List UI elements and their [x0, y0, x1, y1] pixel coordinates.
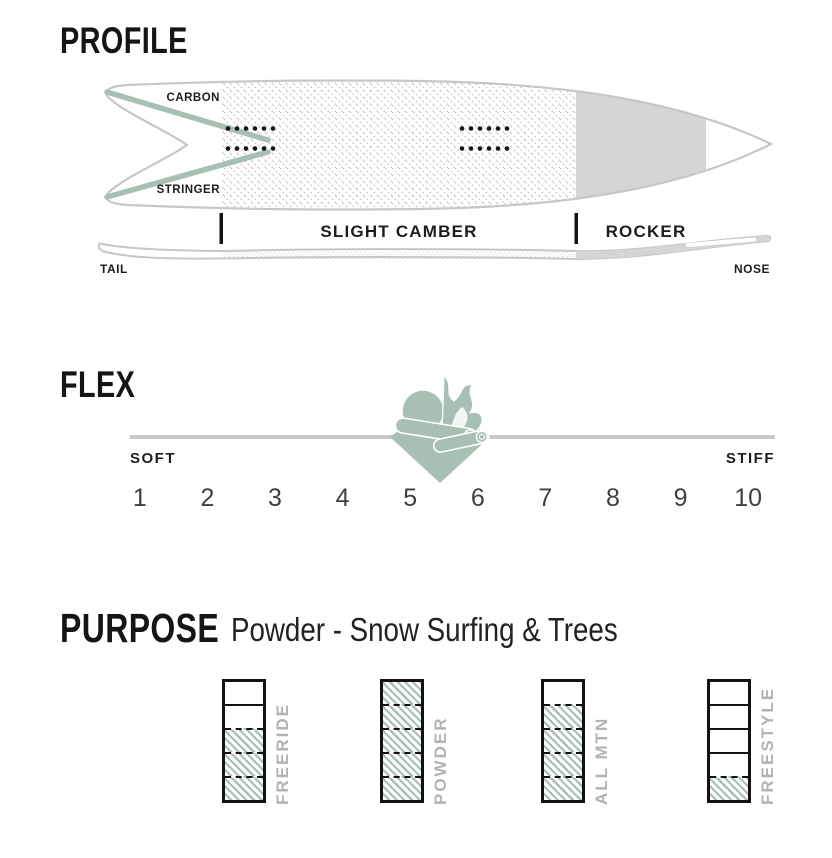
flex-marker: [390, 374, 490, 483]
rating-segment: [544, 682, 582, 704]
camber-zone-hatch: [222, 80, 576, 210]
rating-segment: [383, 776, 421, 800]
rating-bar: [222, 679, 266, 803]
rating-bar: [707, 679, 751, 803]
rating-segment: [225, 776, 263, 800]
rating-bar: [380, 679, 424, 803]
purpose-subtitle: Powder - Snow Surfing & Trees: [231, 611, 618, 648]
flex-scale-10: 10: [734, 484, 763, 512]
flex-scale-4: 4: [335, 484, 350, 512]
rating-segment: [710, 728, 748, 752]
rating-segment: [710, 776, 748, 800]
purpose-category-label: ALL MTN: [592, 716, 611, 805]
carbon-stringer-bottom: [104, 149, 271, 200]
rating-segment: [544, 752, 582, 776]
purpose-category-label: POWDER: [431, 716, 450, 806]
rocker-label: ROCKER: [606, 222, 687, 241]
purpose-category-freeride: FREERIDE: [222, 679, 292, 805]
rating-segment: [383, 752, 421, 776]
insert-pack-front: [459, 126, 510, 151]
flex-slider-graphic: [130, 374, 775, 483]
profile-section-title: PROFILE: [60, 20, 188, 61]
rating-segment: [544, 728, 582, 752]
board-side-profile: [97, 235, 772, 261]
purpose-category-powder: POWDER: [380, 679, 450, 805]
flex-scale-8: 8: [606, 484, 620, 512]
rating-segment: [710, 752, 748, 776]
slight-camber-label: SLIGHT CAMBER: [320, 222, 477, 241]
campfire-icon: [394, 374, 490, 453]
purpose-category-freestyle: FREESTYLE: [707, 679, 777, 805]
purpose-category-label: FREESTYLE: [758, 686, 777, 805]
flex-soft-label: SOFT: [130, 450, 176, 467]
carbon-stringer-top: [104, 89, 271, 143]
purpose-category-label: FREERIDE: [273, 703, 292, 805]
rating-segment: [225, 752, 263, 776]
camber-end-tick: [574, 213, 578, 244]
flex-scale-5: 5: [403, 484, 418, 512]
rating-segment: [710, 682, 748, 704]
flex-scale-9: 9: [673, 484, 688, 512]
flex-scale-7: 7: [538, 484, 553, 512]
flex-stiff-label: STIFF: [725, 450, 775, 467]
rocker-zone: [576, 80, 706, 210]
rating-segment: [544, 704, 582, 728]
flex-scale-3: 3: [268, 484, 282, 512]
side-profile-camber-strip: [222, 252, 577, 259]
rating-segment: [710, 704, 748, 728]
flex-scale-2: 2: [200, 484, 215, 512]
rating-segment: [225, 682, 263, 704]
flex-scale-6: 6: [470, 484, 485, 512]
flex-scale-1: 1: [132, 484, 147, 512]
tail-label: TAIL: [100, 262, 128, 276]
stringer-label: STRINGER: [157, 184, 221, 196]
carbon-label: CARBON: [167, 92, 220, 104]
rating-segment: [383, 704, 421, 728]
nose-label: NOSE: [734, 262, 770, 276]
purpose-category-all-mtn: ALL MTN: [541, 679, 611, 805]
rating-segment: [383, 682, 421, 704]
flex-scale: 1 2 3 4 5 6 7 8 9 10: [106, 484, 782, 513]
rating-segment: [225, 704, 263, 728]
rating-segment: [383, 728, 421, 752]
camber-start-tick: [219, 213, 223, 244]
board-top-view: CARBON STRINGER: [104, 79, 774, 211]
rating-segment: [225, 728, 263, 752]
purpose-bars: FREERIDE POWDER ALL MTN FREESTYLE: [0, 679, 832, 809]
board-outline: [105, 79, 774, 211]
insert-pack-rear: [225, 126, 276, 151]
rating-segment: [544, 776, 582, 800]
purpose-section-title: PURPOSE: [60, 605, 220, 651]
flex-section-title: FLEX: [60, 364, 136, 405]
side-profile-nose-slot: [686, 237, 756, 247]
board-profile-diagram: CARBON STRINGER SLIGHT CAMBER ROCKER TAI…: [97, 79, 774, 276]
rating-bar: [541, 679, 585, 803]
